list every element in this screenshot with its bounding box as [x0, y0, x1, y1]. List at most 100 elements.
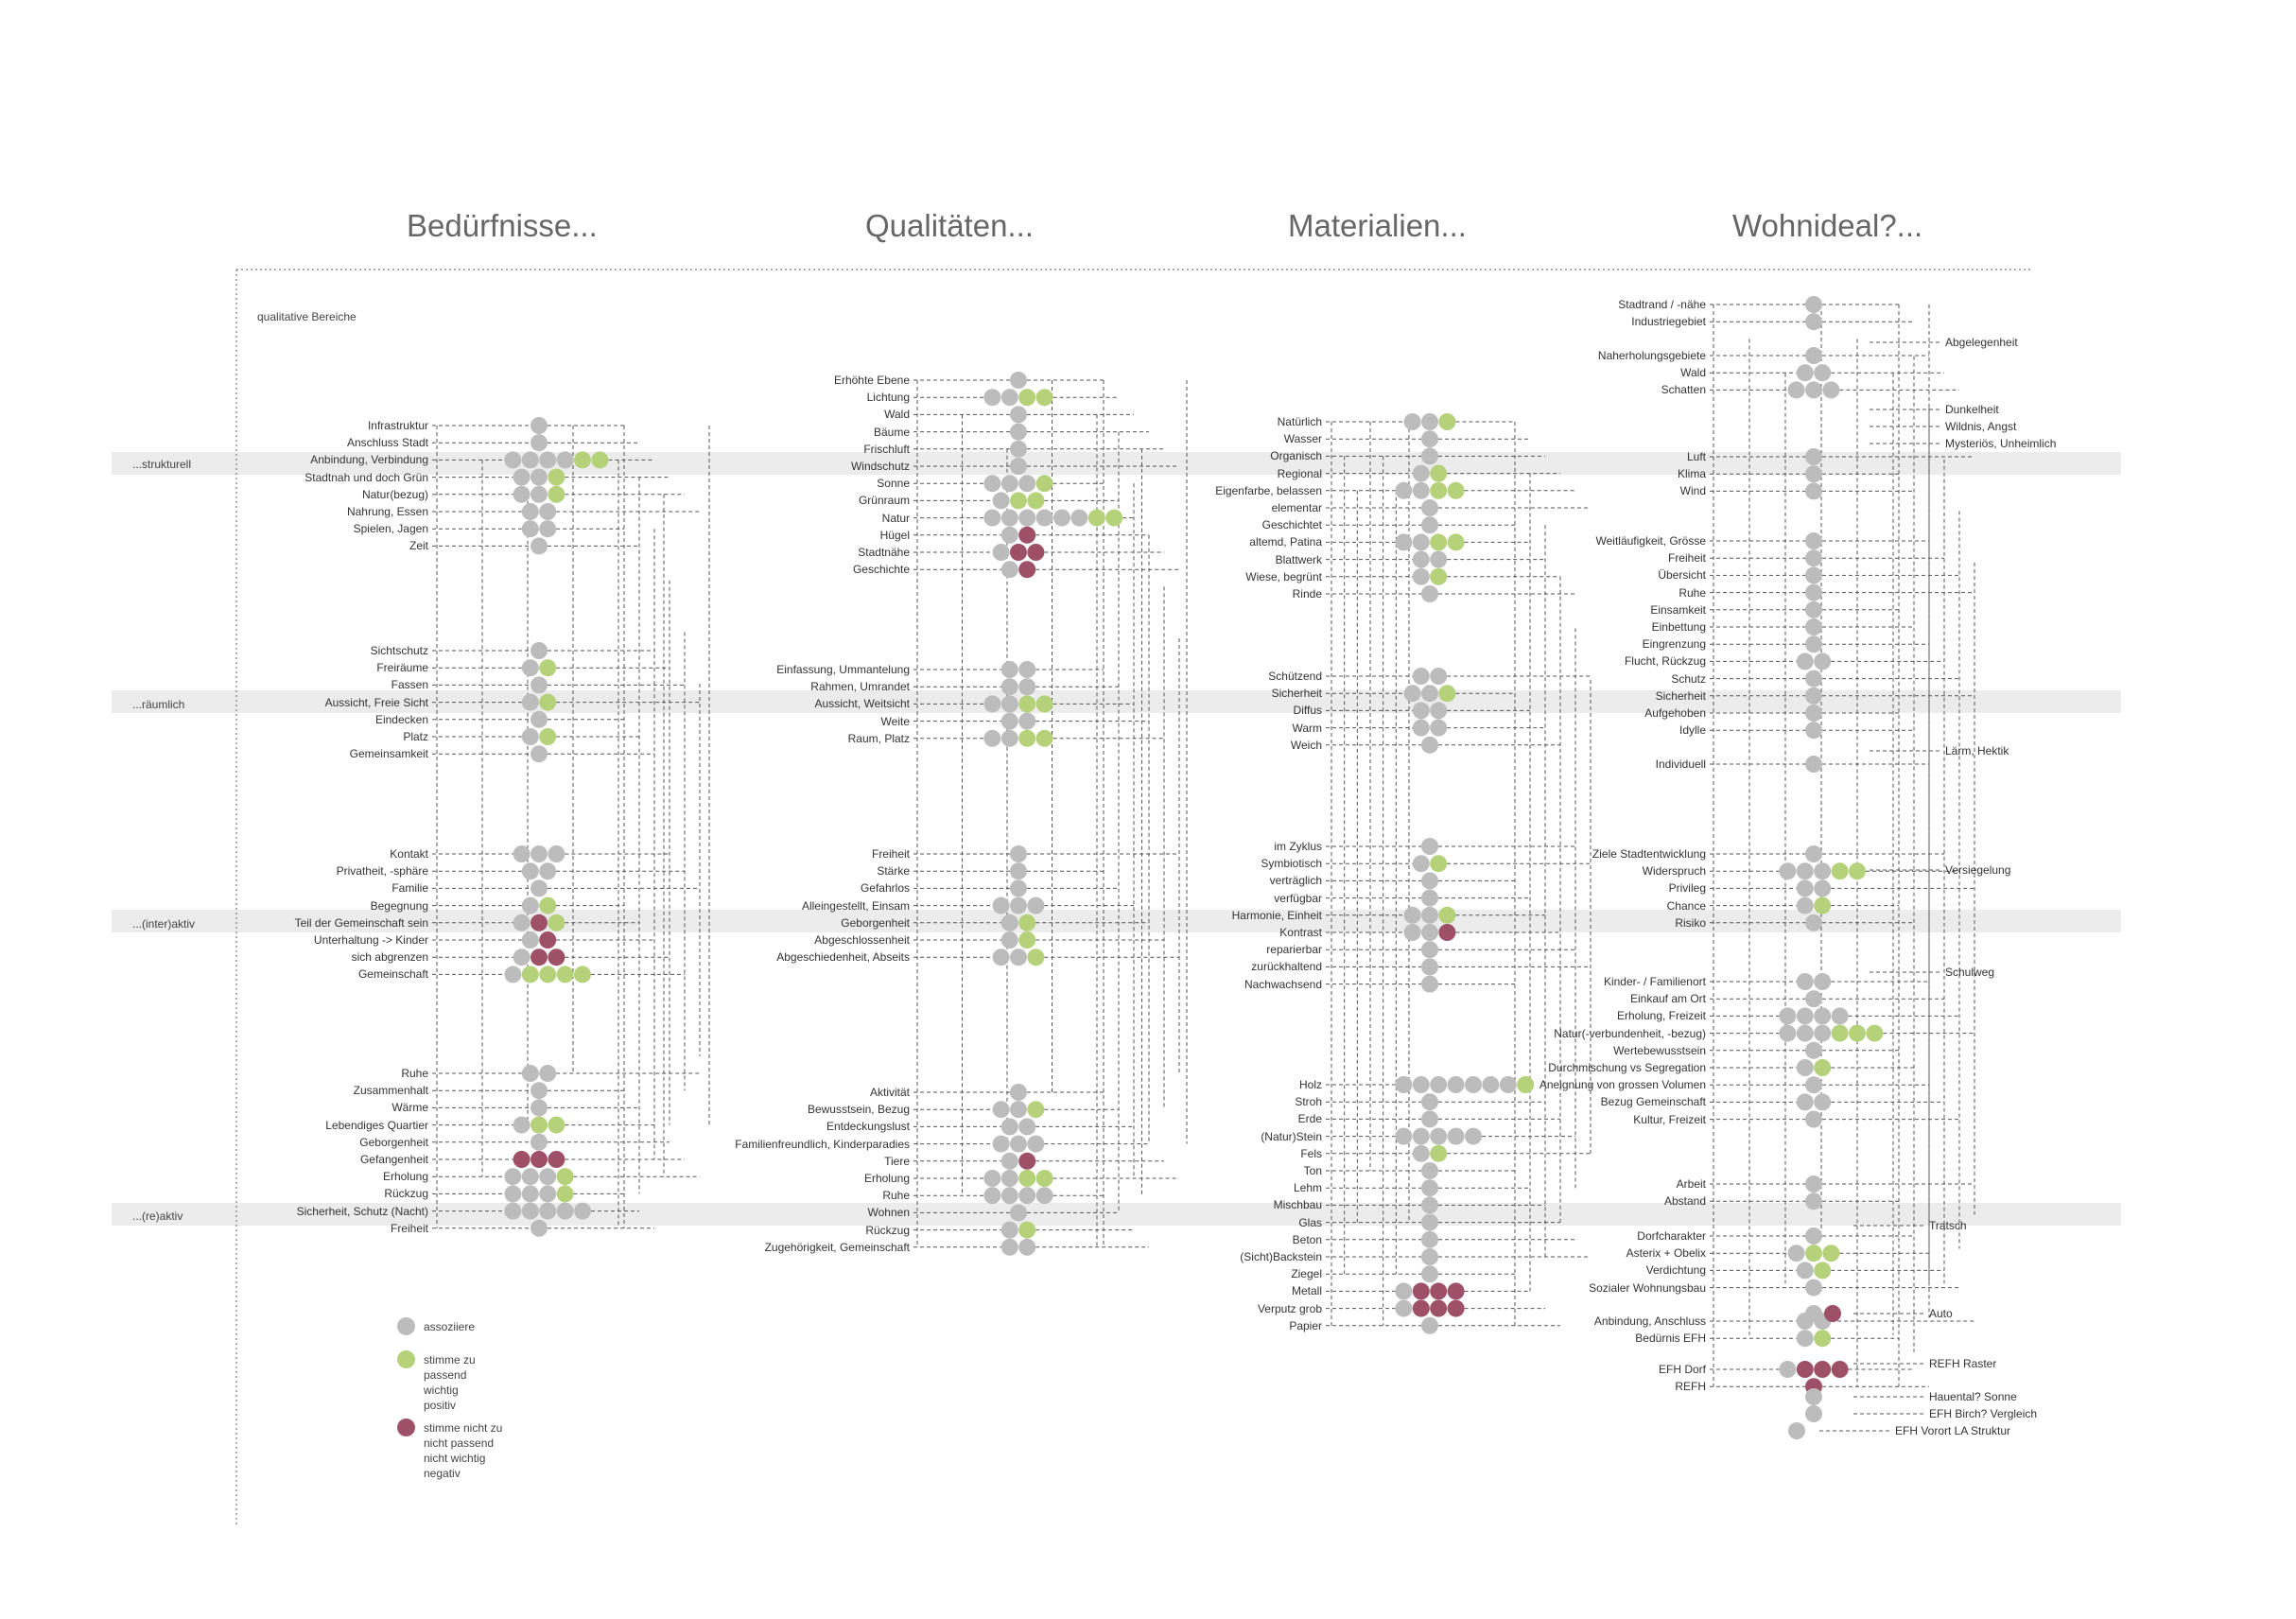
- dot-assoc: [504, 1202, 522, 1220]
- term-label-eigenfarbe-belassen: Eigenfarbe, belassen: [1215, 483, 1322, 497]
- dot-agree: [1831, 1024, 1849, 1042]
- dot-assoc: [1412, 1144, 1430, 1162]
- dot-assoc: [1482, 1076, 1500, 1093]
- dot-assoc: [1000, 914, 1018, 931]
- dot-assoc: [1010, 862, 1027, 880]
- term-label-papier: Papier: [1289, 1318, 1322, 1332]
- dot-assoc: [1447, 1127, 1465, 1145]
- dot-assoc: [983, 1187, 1001, 1205]
- band-2: [112, 910, 2121, 932]
- dot-agree: [1805, 1245, 1822, 1262]
- dot-assoc: [983, 1170, 1001, 1187]
- term-label-aneignung-von-grossen-volumen: Aneignung von grossen Volumen: [1539, 1078, 1706, 1092]
- term-label-wald: Wald: [884, 408, 910, 422]
- dot-assoc: [1010, 372, 1027, 389]
- heading-materialien: Materialien...: [1288, 208, 1467, 243]
- term-label-aktivit-t: Aktivität: [869, 1086, 910, 1099]
- dot-assoc: [1421, 1265, 1438, 1283]
- dot-assoc: [1035, 509, 1053, 527]
- dot-assoc: [521, 503, 539, 520]
- dot-agree: [548, 468, 565, 486]
- term-label-durchmischung-vs-segregation: Durchmischung vs Segregation: [1548, 1061, 1706, 1074]
- dot-agree: [1814, 1262, 1832, 1280]
- dot-assoc: [1805, 532, 1822, 549]
- term-label-ruhe: Ruhe: [882, 1189, 910, 1203]
- term-label-bewusstsein-bezug: Bewusstsein, Bezug: [807, 1103, 910, 1117]
- term-label-wertebewusstsein: Wertebewusstsein: [1613, 1043, 1706, 1057]
- band-3: [112, 1203, 2121, 1226]
- term-label-ziegel: Ziegel: [1291, 1267, 1322, 1281]
- dot-assoc: [1796, 1093, 1814, 1111]
- dot-assoc: [521, 931, 539, 949]
- dot-assoc: [1796, 1059, 1814, 1076]
- term-label-zugeh-rigkeit-gemeinschaft: Zugehörigkeit, Gemeinschaft: [764, 1240, 910, 1254]
- term-label-im-zyklus: im Zyklus: [1274, 840, 1322, 853]
- dot-assoc: [1010, 845, 1027, 862]
- dot-agree: [531, 1116, 548, 1134]
- term-label-zur-ckhaltend: zurückhaltend: [1251, 960, 1322, 974]
- dot-assoc: [1814, 862, 1832, 880]
- dot-right-term: [1788, 1422, 1805, 1439]
- dot-assoc: [531, 537, 548, 555]
- dot-agree: [1018, 914, 1036, 931]
- dot-assoc: [521, 862, 539, 880]
- term-label-sicherheit: Sicherheit: [1271, 687, 1322, 701]
- term-label-abgeschiedenheit-abseits: Abgeschiedenheit, Abseits: [776, 950, 910, 965]
- dot-assoc: [531, 745, 548, 763]
- term-label-einbettung: Einbettung: [1651, 620, 1706, 634]
- dot-assoc: [992, 1101, 1010, 1119]
- dot-assoc: [1805, 635, 1822, 653]
- term-label-verputz-grob: Verputz grob: [1257, 1301, 1322, 1315]
- dot-disagree: [1018, 561, 1036, 579]
- dot-agree: [539, 966, 557, 984]
- term-label-natur: Natur: [881, 511, 910, 525]
- dot-agree: [1027, 1101, 1045, 1119]
- dot-assoc: [1430, 1076, 1448, 1093]
- term-label-rahmen-umrandet: Rahmen, Umrandet: [810, 680, 910, 694]
- term-label-r-ckzug: Rückzug: [865, 1223, 910, 1237]
- dot-assoc: [1822, 381, 1840, 399]
- dot-disagree: [548, 1151, 565, 1168]
- dot-assoc: [1070, 509, 1088, 527]
- term-label-glas: Glas: [1298, 1215, 1322, 1229]
- dot-assoc: [1000, 678, 1018, 696]
- dot-assoc: [1805, 1041, 1822, 1059]
- dot-disagree: [1814, 1361, 1832, 1378]
- term-label-begegnung: Begegnung: [370, 898, 428, 913]
- term-label-wasser: Wasser: [1283, 432, 1322, 446]
- dot-assoc: [1010, 458, 1027, 475]
- dot-assoc: [1499, 1076, 1517, 1093]
- term-label-sicherheit-schutz-nacht: Sicherheit, Schutz (Nacht): [296, 1204, 428, 1218]
- dot-assoc: [1779, 1024, 1797, 1042]
- dot-assoc: [1421, 838, 1438, 855]
- term-label-altemd-patina: altemd, Patina: [1249, 535, 1322, 549]
- dot-assoc: [1421, 413, 1438, 430]
- term-label-aussicht-weitsicht: Aussicht, Weitsicht: [814, 697, 910, 711]
- dot-assoc: [1421, 1230, 1438, 1248]
- term-label-regional: Regional: [1277, 466, 1322, 480]
- term-label-chance: Chance: [1666, 898, 1706, 913]
- term-label-schatten: Schatten: [1661, 383, 1706, 397]
- dot-assoc: [521, 1065, 539, 1082]
- term-label-lebendiges-quartier: Lebendiges Quartier: [325, 1118, 428, 1132]
- term-label-windschutz: Windschutz: [850, 460, 910, 473]
- band-label-strukturell: ...strukturell: [132, 458, 192, 471]
- dot-assoc: [531, 676, 548, 694]
- term-label-gr-nraum: Grünraum: [858, 494, 910, 508]
- dot-assoc: [1053, 509, 1070, 527]
- term-label-sozialer-wohnungsbau: Sozialer Wohnungsbau: [1589, 1280, 1706, 1295]
- dot-assoc: [504, 966, 522, 984]
- term-label-alleingestellt-einsam: Alleingestellt, Einsam: [801, 898, 910, 913]
- right-term-refh-raster: REFH Raster: [1929, 1357, 1997, 1370]
- dot-assoc: [1403, 413, 1421, 430]
- dot-agree: [591, 451, 609, 469]
- dot-assoc: [531, 468, 548, 486]
- dot-assoc: [1796, 364, 1814, 382]
- dot-agree: [548, 485, 565, 503]
- term-label-anbindung-verbindung: Anbindung, Verbindung: [310, 453, 428, 467]
- dot-assoc: [1805, 296, 1822, 313]
- dot-agree: [1430, 464, 1448, 482]
- term-label-familie: Familie: [391, 881, 428, 896]
- dot-assoc: [1805, 313, 1822, 331]
- term-label-natur-stein: (Natur)Stein: [1261, 1129, 1322, 1143]
